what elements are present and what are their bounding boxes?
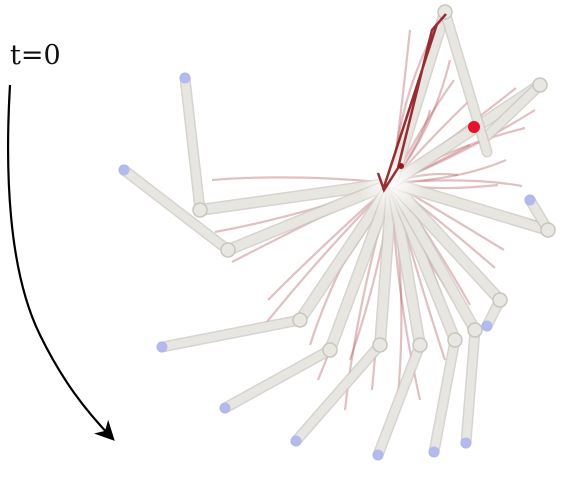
forearm-bone [483,81,544,140]
elbow-joint [437,4,453,20]
elbow-joint [220,242,236,258]
endpoint-marker [118,164,130,176]
endpoint-marker [481,320,493,332]
endpoint-marker [156,341,168,353]
endpoint-marker [290,435,302,447]
elbow-joint [372,337,388,353]
elbow-joint [192,202,208,218]
elbow-joint [492,292,508,308]
elbow-joint [322,342,338,358]
forearm-bone [374,341,424,459]
forearm-bone [181,74,204,214]
endpoint-marker [219,402,231,414]
forearm-bone [292,341,384,445]
endpoint-marker [372,449,384,461]
forearm-bone [462,326,479,447]
time-arrow [6,84,115,441]
forearm-bone [430,336,459,456]
forearm-bone [120,166,232,254]
current-arm-line [376,13,447,193]
forearm-bone [441,8,491,156]
endpoint-marker [524,194,536,206]
elbow-joint [532,77,548,93]
endpoint-marker [179,72,191,84]
current-arm-joint [398,163,404,169]
current-arm [376,13,447,193]
elbow-joint [467,322,483,338]
endpoint-marker [460,437,472,449]
elbow-joint [292,312,308,328]
forearm-bone [221,346,334,412]
endpoint-marker [428,446,440,458]
shoulder-glow [358,149,426,217]
time-label: t=0 [10,40,61,71]
elbow-joint [540,222,556,238]
elbow-joint [447,332,463,348]
endpoint-markers [118,72,536,461]
elbow-joint [412,337,428,353]
arm-poses [118,4,556,461]
forearm-bone [158,316,304,351]
target-marker [468,121,480,133]
